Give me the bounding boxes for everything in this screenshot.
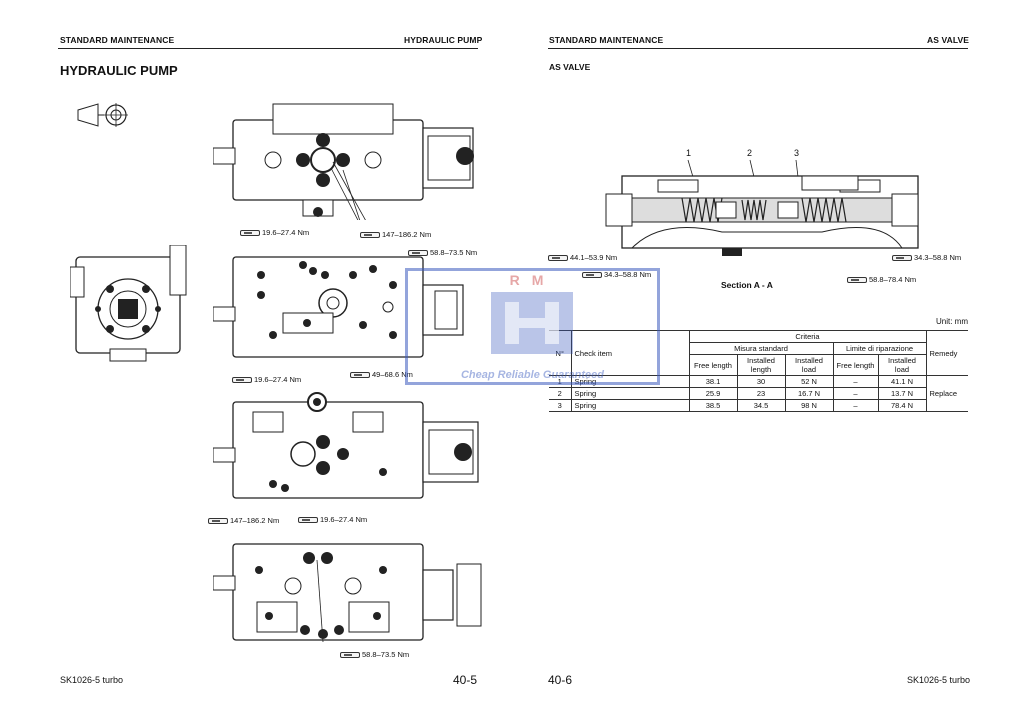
col-limit-installed-load: Installed load bbox=[877, 354, 927, 376]
wrench-icon bbox=[892, 254, 912, 261]
pump-rear-view-drawing bbox=[213, 392, 479, 499]
footer-page-number: 40-6 bbox=[548, 673, 573, 687]
pump-top-view-drawing bbox=[213, 103, 474, 220]
torque-label-6: 147–186.2 Nm bbox=[208, 516, 279, 525]
wrench-icon bbox=[408, 249, 428, 256]
part-number-2: 2 bbox=[747, 148, 753, 158]
remedy-cell: Replace bbox=[925, 375, 968, 412]
watermark-letters: RM bbox=[509, 272, 556, 288]
left-page: STANDARD MAINTENANCE HYDRAULIC PUMP HYDR… bbox=[0, 0, 512, 723]
col-limit-free-length: Free length bbox=[832, 354, 879, 376]
section-subtitle: AS VALVE bbox=[549, 62, 591, 72]
section-label: Section A - A bbox=[721, 280, 773, 290]
wrench-icon bbox=[298, 516, 318, 523]
pump-front-view-drawing bbox=[213, 256, 464, 358]
col-standard: Misura standard bbox=[688, 342, 834, 355]
wrench-icon bbox=[582, 271, 602, 278]
wrench-icon bbox=[208, 517, 228, 524]
unit-label: Unit: mm bbox=[936, 317, 968, 326]
footer-model: SK1026-5 turbo bbox=[60, 675, 124, 685]
watermark-text: Cheap Reliable Guaranteed bbox=[460, 369, 605, 381]
watermark-frame bbox=[405, 268, 660, 385]
col-limit: Limite di riparazione bbox=[832, 342, 927, 355]
footer-page-number: 40-5 bbox=[453, 673, 478, 687]
torque-label-1: 44.1–53.9 Nm bbox=[548, 253, 617, 262]
part-number-1: 1 bbox=[686, 148, 692, 158]
wrench-icon bbox=[232, 376, 252, 383]
col-free-length: Free length bbox=[688, 354, 738, 376]
watermark: RM Cheap Reliable Guaranteed bbox=[405, 268, 660, 385]
torque-label-8: 58.8–73.5 Nm bbox=[340, 650, 409, 659]
col-check-item: Check item bbox=[570, 330, 690, 376]
wrench-icon bbox=[350, 371, 370, 378]
torque-label-7: 19.6–27.4 Nm bbox=[298, 515, 367, 524]
part-number-3: 3 bbox=[794, 148, 800, 158]
pump-bottom-view-drawing bbox=[213, 543, 482, 643]
pump-side-view-drawing bbox=[70, 245, 187, 362]
header-right: AS VALVE bbox=[927, 35, 970, 45]
col-installed-load: Installed load bbox=[784, 354, 834, 376]
torque-label-2: 34.3–58.8 Nm bbox=[582, 270, 651, 279]
torque-label-5: 19.6–27.4 Nm bbox=[232, 375, 301, 384]
header-left: STANDARD MAINTENANCE bbox=[60, 35, 175, 45]
header-rule bbox=[548, 48, 968, 49]
page-title: HYDRAULIC PUMP bbox=[60, 63, 178, 78]
table-row: 2 Spring 25.9 23 16.7 N – 13.7 N bbox=[549, 387, 968, 400]
watermark-logo-icon bbox=[491, 292, 573, 354]
torque-label-3: 58.8–73.5 Nm bbox=[408, 248, 477, 257]
torque-label-3: 34.3–58.8 Nm bbox=[892, 253, 961, 262]
header-rule bbox=[58, 48, 478, 49]
col-installed-length: Installed length bbox=[736, 354, 786, 376]
table-row: 3 Spring 38.5 34.5 98 N – 78.4 N bbox=[549, 399, 968, 412]
col-criteria: Criteria bbox=[688, 330, 927, 343]
footer-model: SK1026-5 turbo bbox=[907, 675, 971, 685]
wrench-icon bbox=[548, 254, 568, 261]
wrench-icon bbox=[340, 651, 360, 658]
header-left: STANDARD MAINTENANCE bbox=[549, 35, 664, 45]
torque-label-2: 147–186.2 Nm bbox=[360, 230, 431, 239]
wrench-icon bbox=[360, 231, 380, 238]
wrench-icon bbox=[240, 229, 260, 236]
header-right: HYDRAULIC PUMP bbox=[404, 35, 483, 45]
as-valve-section-drawing bbox=[605, 159, 919, 256]
wrench-icon bbox=[847, 276, 867, 283]
symbol-icon bbox=[77, 103, 128, 127]
torque-label-1: 19.6–27.4 Nm bbox=[240, 228, 309, 237]
col-remedy: Remedy bbox=[925, 330, 968, 376]
torque-label-4: 58.8–78.4 Nm bbox=[847, 275, 916, 284]
torque-label-4: 49–68.6 Nm bbox=[350, 370, 413, 379]
